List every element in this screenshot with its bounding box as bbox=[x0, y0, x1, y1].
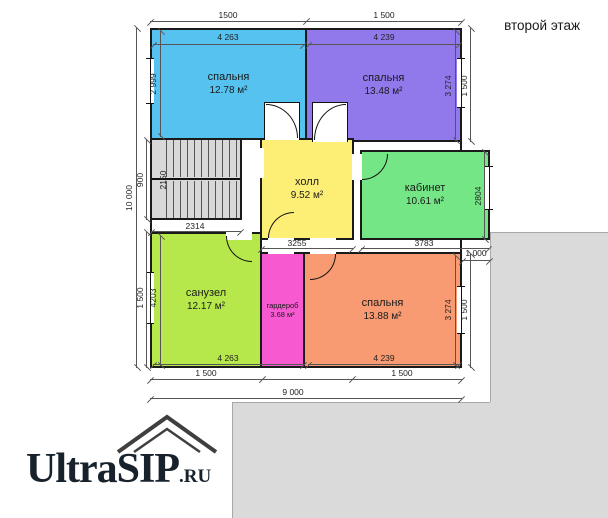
dim-label-office-h: 2804 bbox=[472, 186, 483, 206]
dim-label-stairs-h: 2150 bbox=[157, 170, 168, 190]
dim-label-top-right: 1 500 bbox=[373, 9, 395, 20]
dim-line bbox=[455, 31, 456, 141]
room-name: гардероб bbox=[266, 300, 299, 310]
dim-line bbox=[153, 44, 304, 45]
room-bedroom-3: спальня 13.88 м² bbox=[303, 252, 462, 368]
dim-line bbox=[470, 28, 471, 142]
dim-label-bedroom2-h: 3 274 bbox=[442, 75, 453, 97]
dim-line bbox=[160, 31, 161, 137]
window bbox=[457, 286, 465, 334]
room-name: холл bbox=[294, 175, 320, 188]
dim-label-bay: 1 000 bbox=[465, 247, 487, 258]
window bbox=[146, 58, 154, 104]
dim-line bbox=[150, 379, 462, 380]
room-area: 13.48 м² bbox=[364, 85, 403, 97]
room-name: спальня bbox=[361, 296, 404, 309]
logo-tld: .RU bbox=[179, 466, 212, 487]
dim-line bbox=[470, 254, 471, 368]
dim-line bbox=[153, 364, 304, 365]
dim-label-bedroom1-h: 2 999 bbox=[147, 73, 158, 95]
room-area: 9.52 м² bbox=[290, 189, 324, 201]
room-area: 12.17 м² bbox=[186, 300, 225, 312]
stairs bbox=[150, 138, 242, 220]
dim-line bbox=[308, 44, 459, 45]
dim-label-bath-h: 4203 bbox=[147, 288, 158, 308]
logo-house-icon bbox=[116, 414, 218, 454]
logo-name: UltraSIP bbox=[26, 446, 180, 492]
door-opening bbox=[258, 148, 264, 178]
floor-title: второй этаж bbox=[504, 18, 580, 33]
dim-line bbox=[146, 232, 147, 368]
room-area: 3.68 м² bbox=[270, 310, 295, 319]
dim-line bbox=[160, 236, 161, 366]
dim-label-bottom-right: 1 500 bbox=[391, 367, 413, 378]
outside-edge bbox=[232, 402, 490, 403]
dim-label-bedroom1-w: 4 263 bbox=[217, 31, 239, 42]
dim-label-right-top: 1 500 bbox=[458, 75, 469, 97]
dim-label-bedroom2-w: 4 239 bbox=[373, 31, 395, 42]
outside-area-right bbox=[490, 232, 608, 518]
door-opening bbox=[352, 154, 362, 180]
stair-treads bbox=[166, 140, 240, 177]
dim-label-office-w: 3783 bbox=[414, 237, 434, 248]
dim-line bbox=[484, 152, 485, 240]
dim-label-bottom-left: 1 500 bbox=[195, 367, 217, 378]
dim-line bbox=[151, 231, 241, 232]
outside-area-bottom bbox=[232, 402, 491, 518]
dim-label-overall-w: 9 000 bbox=[282, 386, 304, 397]
outside-edge bbox=[232, 402, 233, 518]
window bbox=[485, 166, 493, 210]
room-name: кабинет bbox=[404, 181, 446, 194]
room-name: спальня bbox=[207, 70, 250, 83]
dim-line bbox=[146, 140, 147, 220]
outside-edge bbox=[490, 232, 608, 233]
door-opening bbox=[268, 238, 294, 254]
room-area: 13.88 м² bbox=[363, 310, 402, 322]
dim-label-left-bottom: 1 500 bbox=[134, 287, 145, 309]
dim-label-bedroom4-h: 3 274 bbox=[442, 299, 453, 321]
dim-line bbox=[261, 248, 353, 249]
dim-label-900: 900 bbox=[134, 172, 145, 188]
window bbox=[146, 272, 154, 324]
window bbox=[457, 58, 465, 108]
room-name: санузел bbox=[185, 286, 227, 299]
dim-label-overall-h: 10 000 bbox=[123, 185, 134, 211]
dim-label-bath-w: 4 263 bbox=[217, 352, 239, 363]
door-opening bbox=[226, 230, 252, 240]
dim-line bbox=[462, 260, 490, 261]
logo: UltraSIP.RU bbox=[24, 410, 264, 510]
room-name: спальня bbox=[362, 71, 405, 84]
dim-label-stairs-w: 2314 bbox=[185, 220, 205, 231]
door-opening bbox=[310, 238, 336, 254]
dim-label-top-left: 1500 bbox=[218, 9, 238, 20]
room-area: 10.61 м² bbox=[405, 195, 444, 207]
stair-landing-line bbox=[152, 178, 240, 180]
dim-line bbox=[455, 256, 456, 366]
logo-text: UltraSIP.RU bbox=[26, 446, 211, 492]
dim-label-right-bottom: 1 500 bbox=[458, 299, 469, 321]
room-office: кабинет 10.61 м² bbox=[360, 150, 490, 240]
dim-line bbox=[361, 248, 489, 249]
dim-label-hall-w: 3255 bbox=[287, 237, 307, 248]
room-wardrobe: гардероб 3.68 м² bbox=[260, 252, 305, 368]
dim-label-bedroom4-w: 4 239 bbox=[373, 352, 395, 363]
outside-edge bbox=[490, 232, 491, 402]
dim-line bbox=[150, 398, 462, 399]
dim-line bbox=[308, 364, 459, 365]
dim-line bbox=[136, 28, 137, 368]
room-area: 12.78 м² bbox=[209, 84, 248, 96]
stair-treads bbox=[166, 181, 240, 218]
